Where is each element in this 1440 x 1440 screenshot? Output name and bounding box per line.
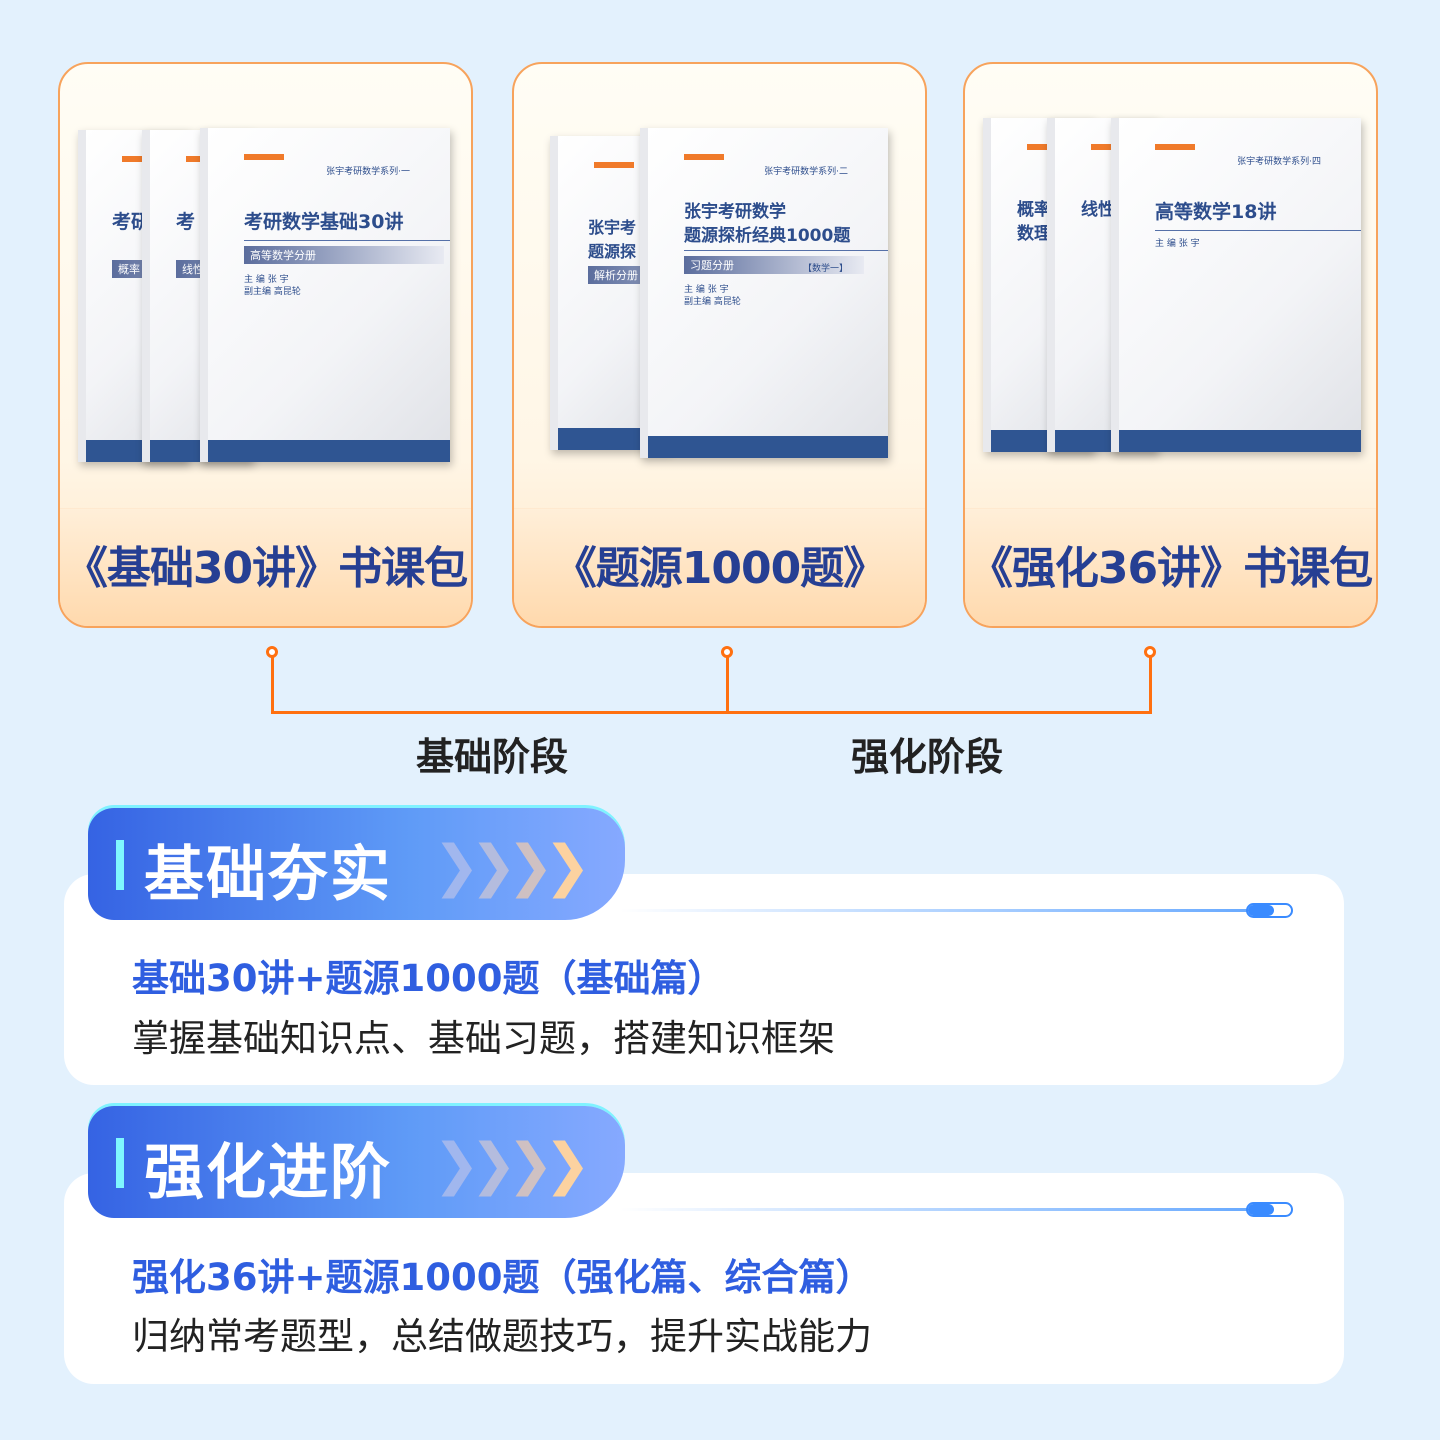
book-cover: 张宇考研数学系列·二 张宇考研数学 题源探析经典1000题 习题分册 【数学一】… bbox=[640, 128, 888, 458]
banner-title: 强化进阶 bbox=[144, 1138, 392, 1208]
connector-dot bbox=[1144, 646, 1156, 658]
divider-line bbox=[620, 1208, 1250, 1211]
chevron-icon: ❯ bbox=[470, 1132, 517, 1197]
chevron-icon: ❯ bbox=[470, 834, 517, 899]
section-banner-strengthen: 强化进阶 ❯ ❯ ❯ ❯ bbox=[88, 1106, 625, 1218]
book-stack: 考研概率 考线性 张宇考研数学系列·一 考研数学基础30讲 高等数学分册 主 编… bbox=[60, 114, 471, 474]
chevron-icon: ❯ bbox=[544, 1132, 591, 1197]
stage-label-strengthen: 强化阶段 bbox=[850, 735, 1004, 779]
connector-dot bbox=[721, 646, 733, 658]
chevron-icon: ❯ bbox=[544, 834, 591, 899]
stage-label-basic: 基础阶段 bbox=[415, 735, 569, 779]
section-heading: 强化36讲+题源1000题（强化篇、综合篇） bbox=[132, 1256, 873, 1299]
section-description: 掌握基础知识点、基础习题，搭建知识框架 bbox=[132, 1017, 835, 1060]
book-stack: 概率 数理 线性 张宇考研数学系列·四 高等数学18讲 主 编 张 宇 bbox=[965, 114, 1376, 474]
pill-toggle-icon bbox=[1246, 1202, 1293, 1217]
chevron-icon: ❯ bbox=[433, 1132, 480, 1197]
book-cover: 张宇考研数学系列·四 高等数学18讲 主 编 张 宇 bbox=[1111, 118, 1361, 452]
book-stack: 张宇考 题源探解析分册 张宇考研数学系列·二 张宇考研数学 题源探析经典1000… bbox=[514, 114, 925, 474]
connector-dot bbox=[266, 646, 278, 658]
package-label: 《基础30讲》书课包 bbox=[63, 543, 468, 594]
pill-toggle-icon bbox=[1246, 903, 1293, 918]
package-card-strengthen36[interactable]: 概率 数理 线性 张宇考研数学系列·四 高等数学18讲 主 编 张 宇 《强化3… bbox=[963, 62, 1378, 628]
package-card-basic30[interactable]: 考研概率 考线性 张宇考研数学系列·一 考研数学基础30讲 高等数学分册 主 编… bbox=[58, 62, 473, 628]
divider-line bbox=[620, 909, 1250, 912]
package-label: 《强化36讲》书课包 bbox=[968, 543, 1373, 594]
banner-title: 基础夯实 bbox=[144, 840, 392, 910]
section-description: 归纳常考题型，总结做题技巧，提升实战能力 bbox=[132, 1315, 872, 1358]
package-label: 《题源1000题》 bbox=[552, 543, 887, 594]
package-card-1000[interactable]: 张宇考 题源探解析分册 张宇考研数学系列·二 张宇考研数学 题源探析经典1000… bbox=[512, 62, 927, 628]
chevron-icon: ❯ bbox=[507, 834, 554, 899]
section-heading: 基础30讲+题源1000题（基础篇） bbox=[132, 957, 725, 1000]
chevron-icon: ❯ bbox=[433, 834, 480, 899]
section-banner-basic: 基础夯实 ❯ ❯ ❯ ❯ bbox=[88, 808, 625, 920]
book-cover: 张宇考研数学系列·一 考研数学基础30讲 高等数学分册 主 编 张 宇 副主编 … bbox=[200, 128, 450, 462]
chevron-icon: ❯ bbox=[507, 1132, 554, 1197]
